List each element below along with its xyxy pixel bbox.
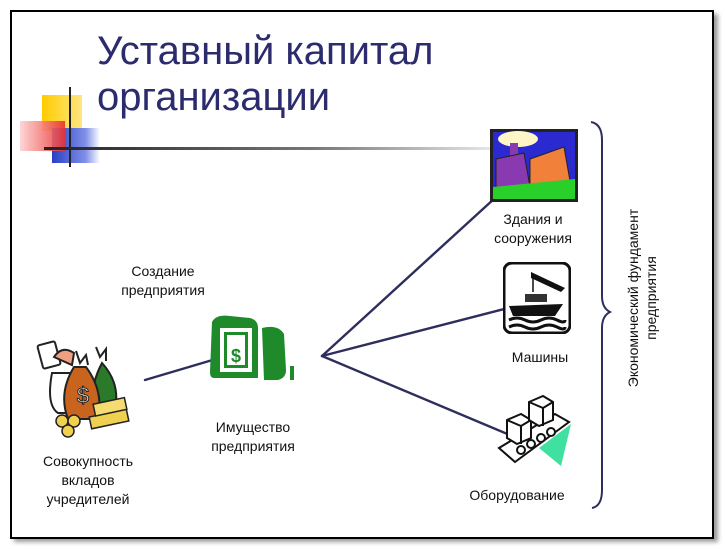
crane-ship-icon — [503, 262, 571, 334]
buildings-label: Здания и сооружения — [478, 210, 588, 248]
equipment-label-text: Оборудование — [469, 487, 565, 503]
factory-icon — [490, 129, 578, 202]
founders-label-line-2: вкладов — [61, 472, 115, 488]
deco-vertical-line — [69, 87, 71, 167]
line-to-machines — [320, 305, 514, 358]
svg-text:$: $ — [231, 346, 241, 366]
conveyor-icon — [497, 394, 571, 466]
machines-label-text: Машины — [511, 349, 569, 365]
svg-text:$: $ — [77, 383, 89, 408]
creation-label: Создание предприятия — [108, 262, 218, 300]
equipment-label: Оборудование — [462, 486, 572, 505]
title-line-2: организации — [97, 75, 331, 119]
founders-label: Совокупность вкладов учредителей — [33, 452, 143, 509]
slide — [10, 10, 714, 539]
curly-brace — [590, 121, 613, 509]
brace-label: Экономический фундамент предприятия — [624, 209, 660, 387]
property-label-line-1: Имущество — [215, 419, 291, 435]
property-label-line-2: предприятия — [211, 438, 295, 454]
brace-label-line-1: Экономический фундамент — [625, 208, 641, 388]
creation-label-line-1: Создание — [131, 263, 195, 279]
founders-label-line-3: учредителей — [46, 491, 130, 507]
brace-label-line-2: предприятия — [643, 256, 659, 340]
buildings-label-line-2: сооружения — [494, 230, 572, 246]
title-line-1: Уставный капитал — [97, 29, 434, 73]
property-label: Имущество предприятия — [198, 418, 308, 456]
line-to-buildings — [320, 196, 497, 358]
founders-label-line-1: Совокупность — [42, 453, 134, 469]
page-title: Уставный капитал организации — [97, 28, 433, 120]
line-to-equipment — [320, 354, 514, 438]
buildings-label-line-1: Здания и — [503, 211, 563, 227]
deco-red-square — [20, 121, 65, 151]
machines-label: Машины — [485, 348, 595, 367]
money-bags-icon: $ — [36, 340, 130, 438]
safe-icon: $ — [210, 315, 294, 380]
title-underline — [44, 147, 494, 150]
creation-label-line-2: предприятия — [121, 282, 205, 298]
